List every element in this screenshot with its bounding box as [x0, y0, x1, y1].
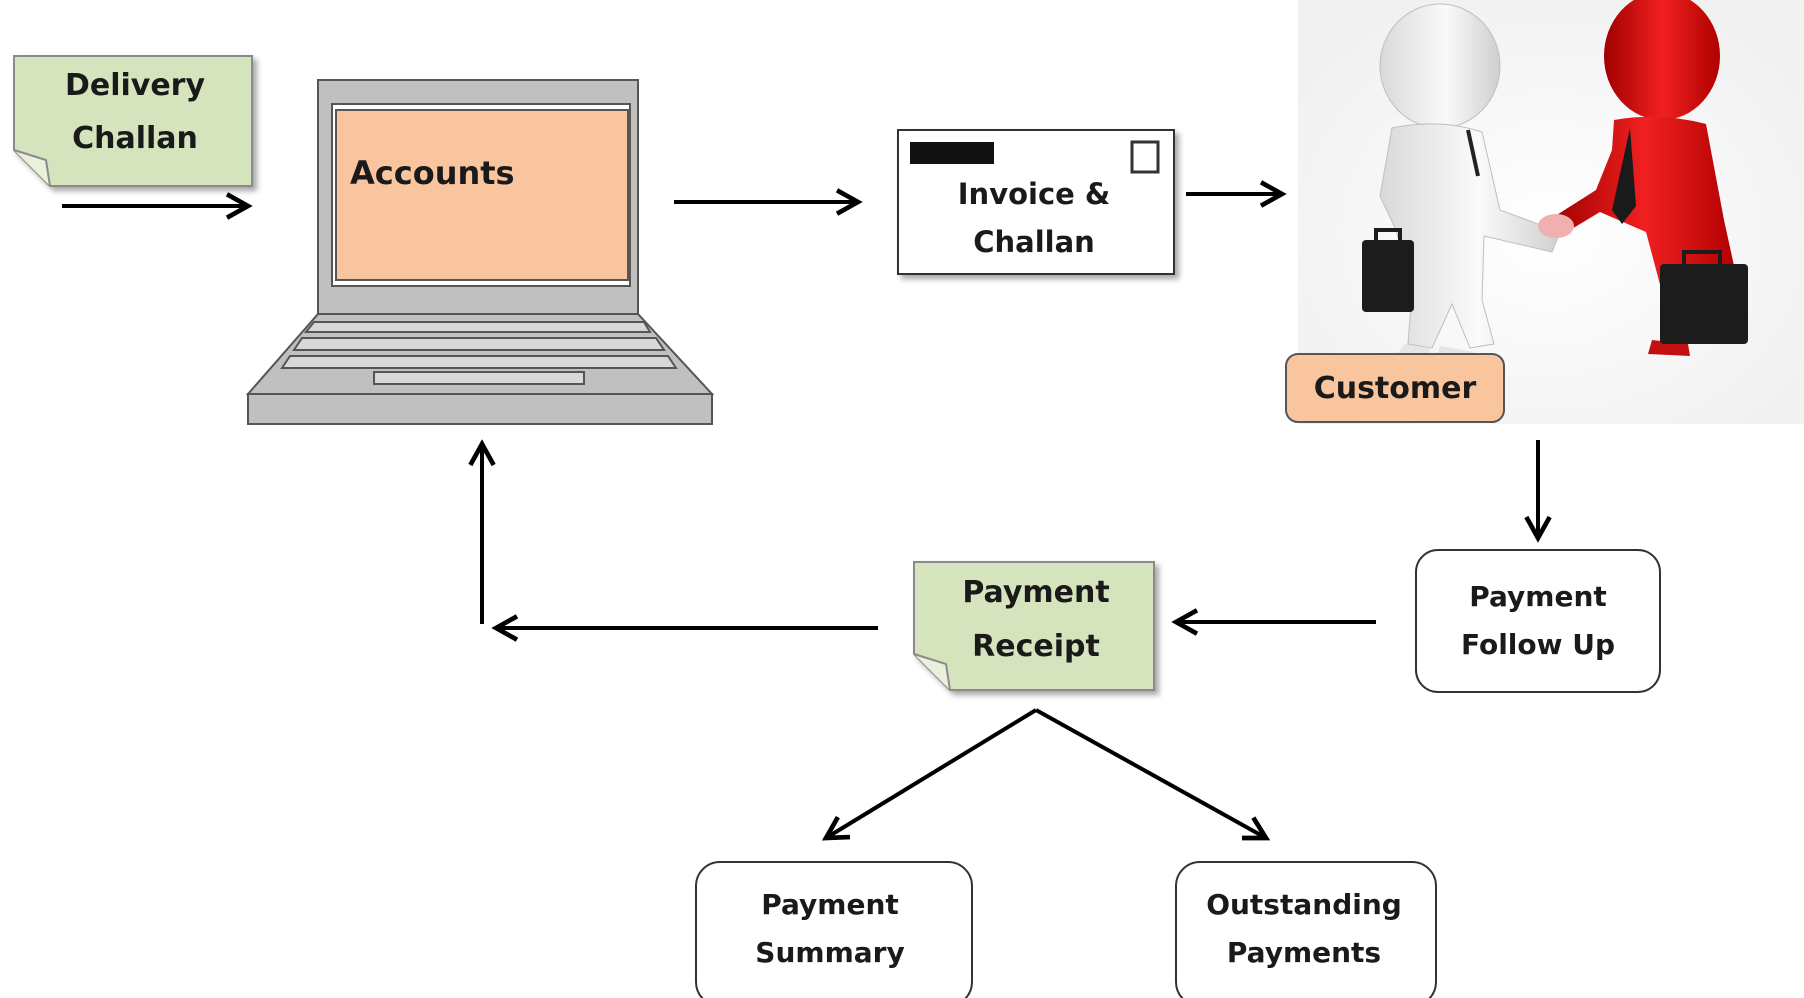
delivery-challan-note: Delivery Challan	[13, 55, 253, 187]
payment-follow-up-line1: Payment	[1469, 580, 1607, 613]
document-note-icon	[913, 561, 1155, 691]
keyboard-rows	[280, 321, 678, 369]
document-note-icon	[13, 55, 253, 187]
arrow-receipt-to-outstanding	[1035, 708, 1266, 838]
payment-follow-up-line2: Follow Up	[1461, 628, 1615, 661]
payment-summary-line1: Payment	[761, 888, 899, 921]
accounts-label: Accounts	[350, 154, 515, 192]
delivery-challan-line1: Delivery	[65, 68, 206, 103]
invoice-challan-line1: Invoice &	[958, 177, 1110, 211]
payment-follow-up-box: Payment Follow Up	[1415, 549, 1661, 693]
invoice-challan-line2: Challan	[973, 225, 1095, 259]
envelope-stamp	[1130, 140, 1160, 174]
invoice-challan-envelope: Invoice & Challan	[897, 129, 1175, 275]
payment-summary-line2: Summary	[755, 936, 904, 969]
laptop-touchpad	[373, 371, 585, 385]
outstanding-payments-line1: Outstanding	[1206, 888, 1402, 921]
payment-receipt-line1: Payment	[962, 575, 1109, 610]
envelope-address-bar	[910, 142, 994, 164]
briefcase-right	[1660, 264, 1748, 344]
payment-receipt-line2: Receipt	[972, 629, 1100, 664]
envelope-icon	[897, 129, 1175, 275]
outstanding-payments-line2: Payments	[1227, 936, 1381, 969]
delivery-challan-line2: Challan	[72, 121, 198, 156]
white-figure	[1379, 3, 1561, 362]
briefcase-left	[1362, 240, 1414, 312]
handshake	[1538, 214, 1574, 238]
laptop-icon: Accounts	[245, 79, 715, 425]
outstanding-payments-box: Outstanding Payments	[1175, 861, 1437, 998]
accounts-screen	[335, 109, 629, 281]
laptop-base	[247, 393, 713, 425]
note-fold-corner	[913, 653, 951, 691]
payment-receipt-note: Payment Receipt	[913, 561, 1155, 691]
customer-label-box: Customer	[1285, 353, 1505, 423]
customer-label: Customer	[1314, 371, 1477, 406]
note-fold-corner	[13, 149, 51, 187]
payment-summary-box: Payment Summary	[695, 861, 973, 998]
arrow-receipt-to-summary	[826, 708, 1038, 838]
